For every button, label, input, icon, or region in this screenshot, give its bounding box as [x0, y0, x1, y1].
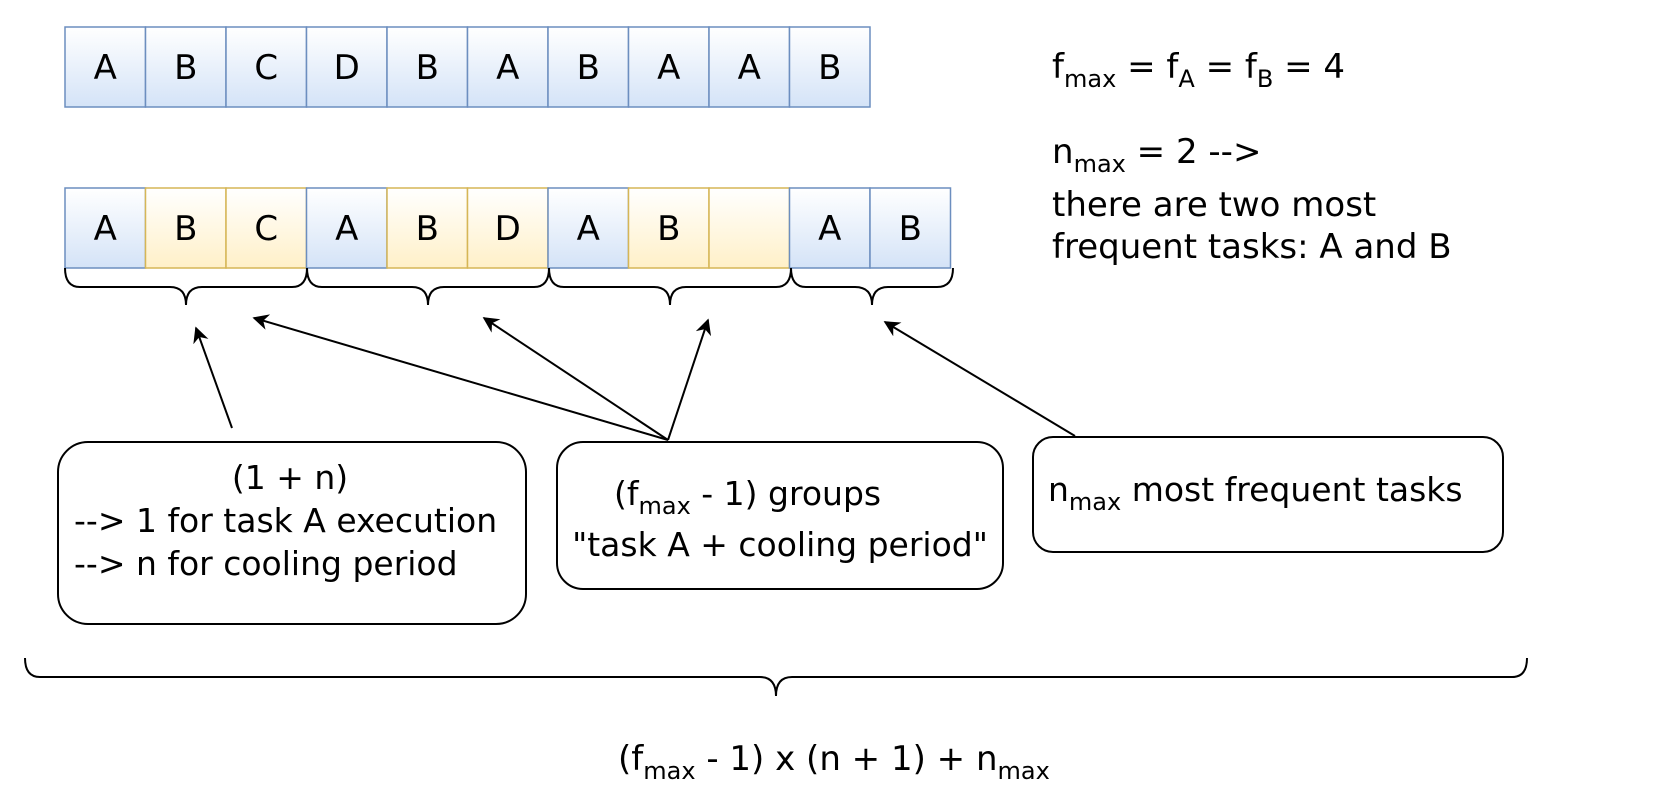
group-brace-3 — [548, 267, 792, 306]
group-braces — [64, 267, 954, 306]
schedule-cell-label: C — [254, 209, 278, 249]
input-cell-label: A — [657, 48, 680, 88]
schedule-cell-label: A — [335, 209, 358, 249]
schedule-cell-label: A — [818, 209, 841, 249]
input-cell-label: B — [577, 48, 600, 88]
tail-line: nmax most frequent tasks — [1048, 470, 1463, 516]
schedule-cell-label: D — [495, 209, 521, 249]
input-cell-box — [64, 26, 147, 108]
group-size-box: (1 + n) --> 1 for task A execution --> n… — [57, 441, 527, 625]
input-cell-label: B — [818, 48, 841, 88]
schedule-cell-box — [305, 187, 388, 269]
input-cell: B — [547, 26, 630, 108]
input-cell-label: B — [416, 48, 439, 88]
tail-box: nmax most frequent tasks — [1032, 436, 1504, 553]
groups-line-2: "task A + cooling period" — [572, 525, 988, 564]
input-cell-label: B — [174, 48, 197, 88]
input-cell-box — [788, 26, 871, 108]
groups-line-1: (fmax - 1) groups — [614, 474, 881, 520]
input-cell: B — [144, 26, 227, 108]
input-cell-label: A — [94, 48, 117, 88]
fmax-note: fmax = fA = fB = 4 — [1052, 47, 1345, 93]
schedule-cell: A — [64, 187, 147, 269]
schedule-cell-box — [547, 187, 630, 269]
schedule-cell-box — [627, 187, 710, 269]
input-cell-box — [466, 26, 549, 108]
schedule-cell-label: A — [94, 209, 117, 249]
formula: (fmax - 1) x (n + 1) + nmax — [618, 739, 1050, 785]
group-size-line-3: --> n for cooling period — [74, 544, 458, 583]
input-cell: A — [466, 26, 549, 108]
schedule-cell-label: A — [577, 209, 600, 249]
schedule-cell-label: B — [657, 209, 680, 249]
input-cell-box — [547, 26, 630, 108]
schedule-cell-box — [708, 187, 791, 269]
arrow-groups-3 — [667, 318, 712, 441]
schedule-cell: B — [144, 187, 227, 269]
schedule-cell: A — [305, 187, 388, 269]
input-cell: C — [225, 26, 308, 108]
group-size-line-2: --> 1 for task A execution — [74, 501, 497, 540]
schedule-cell-label: B — [416, 209, 439, 249]
arrows — [193, 314, 1076, 441]
input-cell-box — [225, 26, 308, 108]
schedule-cell-box — [869, 187, 952, 269]
input-cell-label: A — [496, 48, 519, 88]
schedule-cell: D — [466, 187, 549, 269]
input-cell: B — [386, 26, 469, 108]
note-line-2: there are two most — [1052, 185, 1376, 225]
input-cell-label: A — [738, 48, 761, 88]
group-brace-1 — [64, 267, 308, 306]
schedule-cell: A — [788, 187, 871, 269]
schedule-cell-box — [788, 187, 871, 269]
input-cell-label: C — [254, 48, 278, 88]
total-brace — [24, 657, 1528, 697]
schedule-cell-label: B — [174, 209, 197, 249]
arrow-groups-2 — [482, 317, 669, 441]
schedule-cell: B — [627, 187, 710, 269]
nmax-note: nmax = 2 --> — [1052, 132, 1261, 178]
input-cell: A — [708, 26, 791, 108]
schedule-cell-box — [225, 187, 308, 269]
schedule-cell-label: B — [899, 209, 922, 249]
notes: fmax = fA = fB = 4 nmax = 2 --> there ar… — [1052, 47, 1452, 267]
input-cell: A — [627, 26, 710, 108]
schedule-cell-box — [144, 187, 227, 269]
input-cell-box — [144, 26, 227, 108]
arrow-group-size — [193, 326, 233, 429]
group-size-line-1: (1 + n) — [232, 458, 348, 497]
schedule-cell: A — [547, 187, 630, 269]
arrow-tail — [883, 321, 1076, 437]
input-cell: B — [788, 26, 871, 108]
schedule-cell: B — [386, 187, 469, 269]
input-cell-box — [708, 26, 791, 108]
group-brace-4 — [790, 267, 954, 306]
input-cell-box — [386, 26, 469, 108]
input-cell-box — [627, 26, 710, 108]
schedule-cell: C — [225, 187, 308, 269]
input-cell-label: D — [334, 48, 360, 88]
input-cell: D — [305, 26, 388, 108]
input-cell: A — [64, 26, 147, 108]
arrow-groups-1 — [252, 314, 669, 441]
schedule-cell — [708, 187, 791, 269]
group-brace-2 — [306, 267, 550, 306]
schedule-cell-box — [466, 187, 549, 269]
note-line-3: frequent tasks: A and B — [1052, 227, 1452, 267]
schedule-cell: B — [869, 187, 952, 269]
groups-box: (fmax - 1) groups "task A + cooling peri… — [556, 441, 1004, 590]
